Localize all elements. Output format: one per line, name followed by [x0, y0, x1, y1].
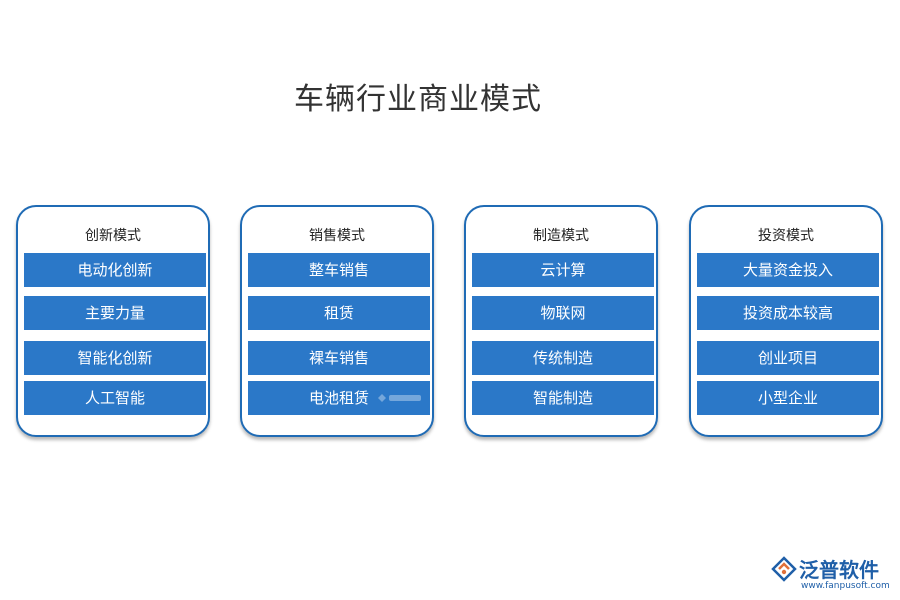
mode-item: 小型企业: [697, 381, 879, 415]
mode-item: 主要力量: [24, 296, 206, 330]
logo-name: 泛普软件: [799, 558, 879, 582]
mode-item: 裸车销售: [248, 341, 430, 375]
column-header: 制造模式: [533, 228, 589, 244]
mode-item: 智能制造: [472, 381, 654, 415]
logo-mark-icon: [771, 556, 797, 582]
mode-item: 整车销售: [248, 253, 430, 287]
mode-item: 电动化创新: [24, 253, 206, 287]
column-card-manufacturing: 制造模式 云计算 物联网 传统制造 智能制造: [464, 205, 658, 437]
watermark-icon: [378, 394, 421, 402]
page-title: 车辆行业商业模式: [294, 82, 542, 117]
mode-item: 传统制造: [472, 341, 654, 375]
column-header: 销售模式: [309, 228, 365, 244]
brand-logo: 泛普软件 www.fanpusoft.com: [771, 552, 891, 592]
mode-item: 人工智能: [24, 381, 206, 415]
column-header: 创新模式: [85, 228, 141, 244]
mode-item: 大量资金投入: [697, 253, 879, 287]
mode-item: 电池租赁: [248, 381, 430, 415]
mode-item: 投资成本较高: [697, 296, 879, 330]
mode-item: 租赁: [248, 296, 430, 330]
column-header: 投资模式: [758, 228, 814, 244]
mode-item: 物联网: [472, 296, 654, 330]
column-card-investment: 投资模式 大量资金投入 投资成本较高 创业项目 小型企业: [689, 205, 883, 437]
mode-item-label: 电池租赁: [308, 389, 369, 407]
mode-item: 创业项目: [697, 341, 879, 375]
mode-item: 云计算: [472, 253, 654, 287]
logo-url: www.fanpusoft.com: [801, 581, 890, 591]
column-card-sales: 销售模式 整车销售 租赁 裸车销售 电池租赁: [240, 205, 434, 437]
mode-item: 智能化创新: [24, 341, 206, 375]
column-card-innovation: 创新模式 电动化创新 主要力量 智能化创新 人工智能: [16, 205, 210, 437]
